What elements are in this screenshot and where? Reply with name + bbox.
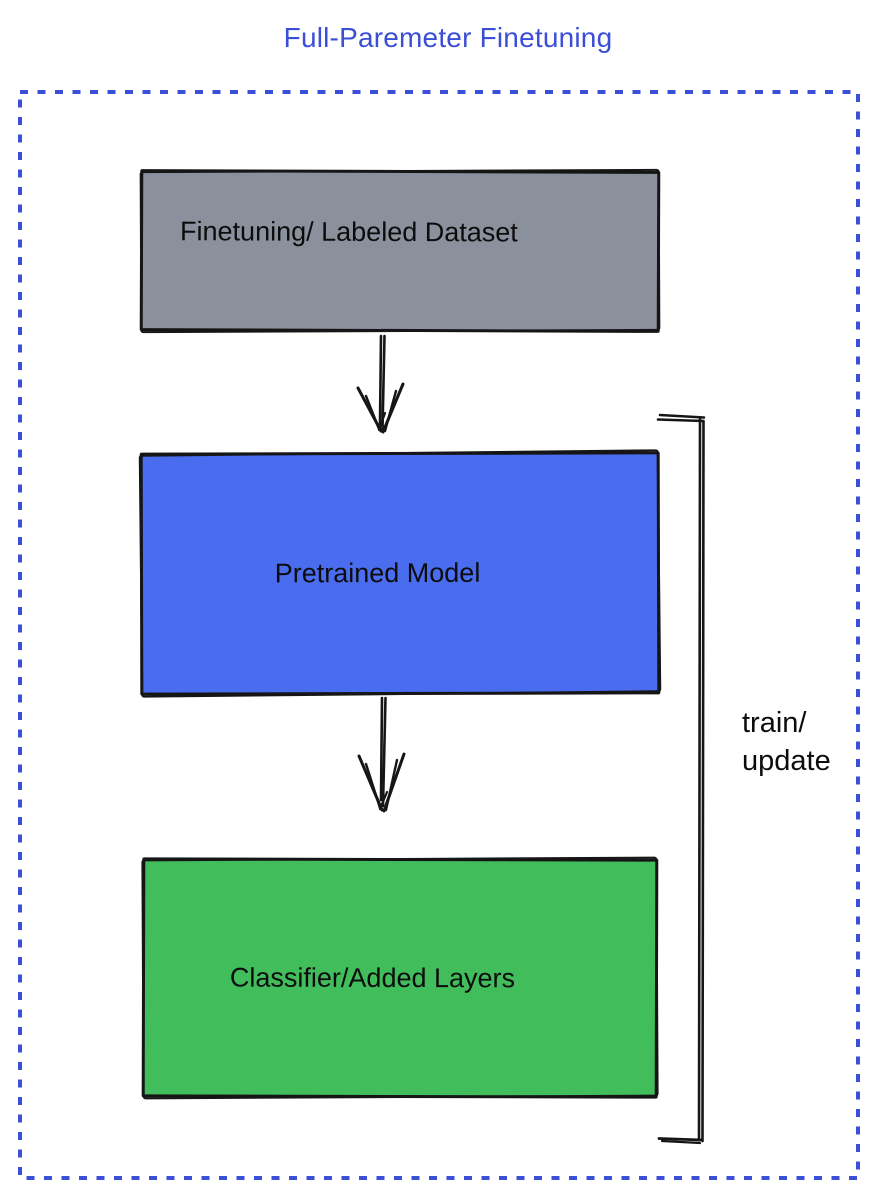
box-pretrained-model: Pretrained Model xyxy=(139,451,661,696)
box-finetuning-dataset-label: Finetuning/ Labeled Dataset xyxy=(180,216,518,248)
box-classifier-added-layers: Classifier/Added Layers xyxy=(141,857,659,1099)
arrow-pretrained-to-classifier xyxy=(357,696,406,813)
box-pretrained-model-label: Pretrained Model xyxy=(274,557,481,589)
arrow-dataset-to-pretrained xyxy=(356,334,405,434)
bracket-label: train/ update xyxy=(742,704,831,780)
box-classifier-added-layers-label: Classifier/Added Layers xyxy=(229,962,516,993)
train-update-bracket xyxy=(656,413,706,1145)
diagram-title: Full-Paremeter Finetuning xyxy=(283,22,613,53)
box-finetuning-dataset: Finetuning/ Labeled Dataset xyxy=(139,169,661,333)
bracket-label-line2: update xyxy=(742,745,831,777)
bracket-label-line1: train/ xyxy=(742,707,807,739)
